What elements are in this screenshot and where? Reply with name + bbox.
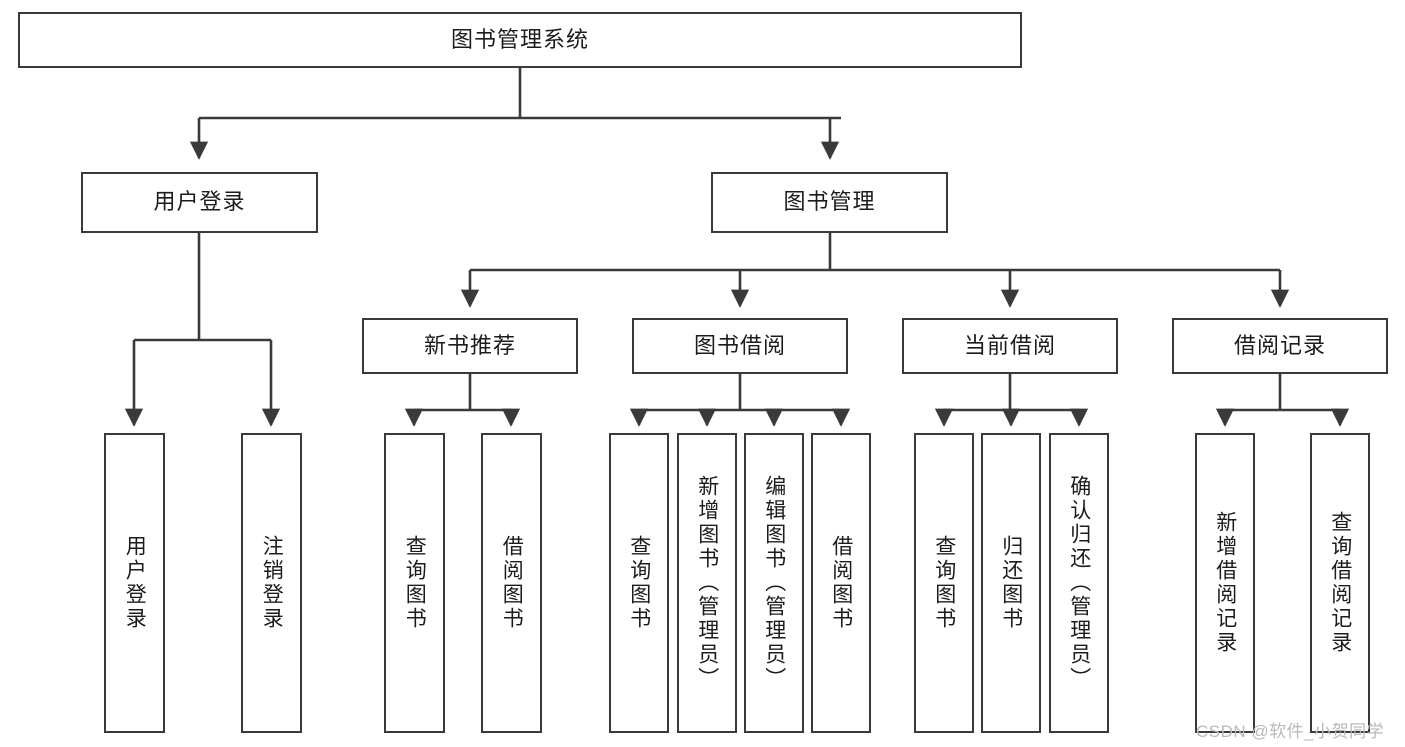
- node-label: 用户登录: [123, 535, 147, 631]
- node-label: 当前借阅: [963, 332, 1056, 358]
- node-new-book-recommend[interactable]: 新书推荐: [362, 318, 578, 374]
- leaf-recommend-borrow-book[interactable]: 借阅图书: [481, 433, 542, 733]
- node-label: 图书管理: [783, 189, 876, 215]
- leaf-user-login-logout[interactable]: 注销登录: [241, 433, 302, 733]
- node-book-management[interactable]: 图书管理: [711, 172, 948, 233]
- node-user-login[interactable]: 用户登录: [81, 172, 318, 233]
- node-book-borrow[interactable]: 图书借阅: [632, 318, 848, 374]
- leaf-current-confirm-return-admin[interactable]: 确认归还（管理员）: [1049, 433, 1109, 733]
- node-label: 查询借阅记录: [1328, 511, 1352, 655]
- node-root-system[interactable]: 图书管理系统: [18, 12, 1022, 68]
- leaf-borrow-add-book-admin[interactable]: 新增图书（管理员）: [677, 433, 737, 733]
- node-label: 图书借阅: [693, 332, 786, 358]
- leaf-current-query-book[interactable]: 查询图书: [914, 433, 974, 733]
- node-label: 查询图书: [932, 535, 956, 631]
- leaf-borrow-query-book[interactable]: 查询图书: [609, 433, 669, 733]
- leaf-borrow-borrow-book[interactable]: 借阅图书: [811, 433, 871, 733]
- node-label: 借阅图书: [829, 535, 853, 631]
- node-label: 新增借阅记录: [1213, 511, 1237, 655]
- node-label: 用户登录: [153, 189, 246, 215]
- leaf-user-login-login[interactable]: 用户登录: [104, 433, 165, 733]
- leaf-borrow-edit-book-admin[interactable]: 编辑图书（管理员）: [744, 433, 804, 733]
- node-label: 确认归还（管理员）: [1067, 475, 1091, 691]
- leaf-record-add-record[interactable]: 新增借阅记录: [1195, 433, 1255, 733]
- node-label: 注销登录: [260, 535, 284, 631]
- node-label: 新书推荐: [423, 332, 516, 358]
- node-label: 归还图书: [999, 535, 1023, 631]
- node-current-borrow[interactable]: 当前借阅: [902, 318, 1118, 374]
- leaf-recommend-query-book[interactable]: 查询图书: [384, 433, 445, 733]
- node-label: 图书管理系统: [450, 26, 589, 52]
- node-borrow-record[interactable]: 借阅记录: [1172, 318, 1388, 374]
- node-label: 借阅图书: [500, 535, 524, 631]
- leaf-record-query-record[interactable]: 查询借阅记录: [1310, 433, 1370, 733]
- node-label: 查询图书: [403, 535, 427, 631]
- node-label: 新增图书（管理员）: [695, 475, 719, 691]
- node-label: 编辑图书（管理员）: [762, 475, 786, 691]
- leaf-current-return-book[interactable]: 归还图书: [981, 433, 1041, 733]
- node-label: 借阅记录: [1233, 332, 1326, 358]
- node-label: 查询图书: [627, 535, 651, 631]
